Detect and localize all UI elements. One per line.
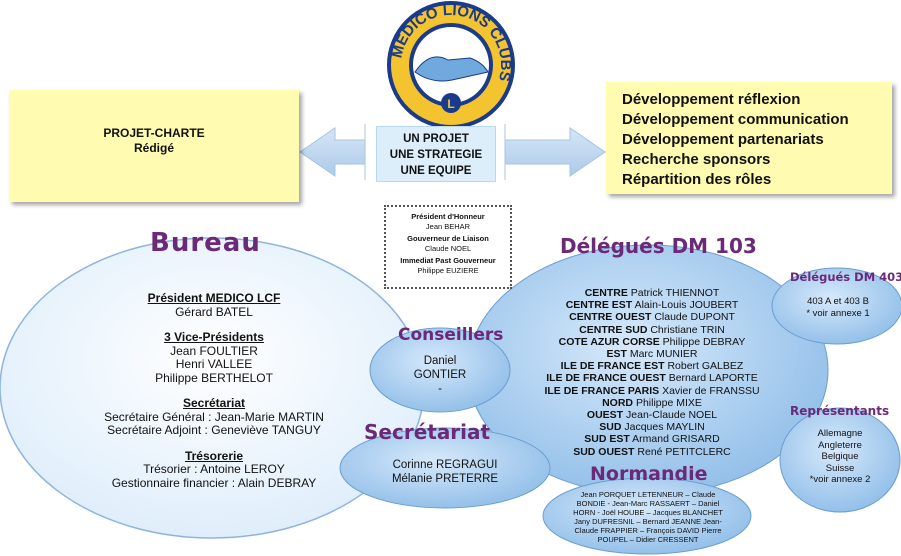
projet-charte-title: PROJET-CHARTE <box>103 126 205 140</box>
delegue-row: EST Marc MUNIER <box>606 348 698 361</box>
secretariat-line-1: Secrétaire Général : Jean-Marie MARTIN <box>104 409 324 424</box>
rep-line-1: Allemagne <box>817 428 863 439</box>
president-head: Président MEDICO LCF <box>147 291 281 305</box>
secretariat-title: Secrétariat <box>364 420 491 444</box>
vp-name-2: Henri VALLEE <box>175 357 253 371</box>
tresorerie-line-2: Gestionnaire financier : Alain DEBRAY <box>111 475 317 490</box>
normandie-bubble <box>542 477 752 555</box>
secretariat-head: Secrétariat <box>182 396 246 410</box>
projet-line-1: UN PROJET <box>403 133 469 145</box>
normandie-title: Normandie <box>590 463 708 485</box>
honour-role-2: Gouverneur de Liaison <box>407 234 489 243</box>
conseiller-line-1: Daniel <box>423 355 457 367</box>
delegue-row: ILE DE FRANCE EST Robert GALBEZ <box>560 360 744 373</box>
dev-line-4: Recherche sponsors <box>622 151 771 168</box>
vp-head: 3 Vice-Présidents <box>164 330 264 344</box>
dm403-line-2: * voir annexe 1 <box>806 308 870 319</box>
dm403-line-1: 403 A et 403 B <box>807 296 869 307</box>
conseillers-bubble <box>369 327 511 413</box>
dev-line-3: Développement partenariats <box>622 131 824 148</box>
delegue-row: CENTRE SUD Christiane TRIN <box>579 323 725 336</box>
secretariat-bubble <box>339 427 551 509</box>
right-arrow <box>504 124 606 180</box>
honour-name-1: Jean BEHAR <box>425 221 471 231</box>
delegue-row: CENTRE EST Alain-Louis JOUBERT <box>565 299 739 312</box>
dev-line-1: Développement réflexion <box>622 91 801 108</box>
tresorerie-head: Trésorerie <box>184 448 244 463</box>
vp-name-1: Jean FOULTIER <box>170 343 258 358</box>
dm403-title: Délégués DM 403 <box>790 270 901 284</box>
delegue-row: NORD Philippe MIXE <box>602 396 702 409</box>
left-arrow <box>299 124 366 180</box>
rep-line-5: *voir annexe 2 <box>809 474 871 485</box>
tresorerie-line-1: Trésorier : Antoine LEROY <box>143 462 285 476</box>
delegues-list: CENTRE Patrick THIENNOT CENTRE EST Alain… <box>528 287 776 458</box>
honour-name-2: Claude NOEL <box>424 243 472 253</box>
honour-name-3: Philippe EUZIERE <box>417 265 479 275</box>
representants-title: Représentants <box>790 404 890 418</box>
delegue-row: ILE DE FRANCE OUEST Bernard LAPORTE <box>546 372 758 385</box>
delegue-row: SUD Jacques MAYLIN <box>599 421 705 434</box>
delegue-row: ILE DE FRANCE PARIS Xavier de FRANSSU <box>544 384 760 397</box>
delegue-row: SUD EST Armand GRISARD <box>584 433 720 446</box>
normandie-line-4: Jany DUFRESNIL – Bernard JEANNE Jean- <box>574 517 722 526</box>
normandie-line-2: BONDIE - Jean-Marc RASSAERT – Daniel <box>576 499 720 508</box>
normandie-line-6: POUPEL – Didier CRESSENT <box>597 535 699 544</box>
rep-line-3: Belgique <box>821 451 859 462</box>
svg-text:L: L <box>447 97 454 111</box>
normandie-line-1: Jean PORQUET LETENNEUR – Claude <box>580 490 716 499</box>
dev-line-5: Répartition des rôles <box>622 171 772 188</box>
delegue-row: COTE AZUR CORSE Philippe DEBRAY <box>558 335 746 348</box>
secretariat-content: Corinne REGRAGUI Mélanie PRETERRE <box>370 458 520 486</box>
logo-text: MEDICO LIONS CLUBS <box>389 3 513 83</box>
dm403-bubble <box>771 267 901 345</box>
delegues-title: Délégués DM 103 <box>560 234 757 258</box>
delegue-row: CENTRE Patrick THIENNOT <box>584 287 720 299</box>
secretariat-line-2: Secrétaire Adjoint : Geneviève TANGUY <box>107 423 321 437</box>
president-name: Gérard BATEL <box>175 304 253 319</box>
bureau-title: Bureau <box>150 228 261 258</box>
projet-line-3: UNE EQUIPE <box>400 165 472 177</box>
delegue-row: CENTRE OUEST Claude DUPONT <box>569 311 735 324</box>
conseillers-content: Daniel GONTIER - <box>390 354 490 396</box>
bureau-content: Président MEDICO LCF Gérard BATEL 3 Vice… <box>90 291 338 490</box>
delegue-row: OUEST Jean-Claude NOEL <box>586 409 718 422</box>
normandie-line-5: Claude FRAPPIER – François DAVID Pierre <box>574 526 722 535</box>
normandie-line-3: HORN - Joël HOUBE – Jacques BLANCHET <box>573 508 723 517</box>
honour-box: Président d'Honneur Jean BEHAR Gouverneu… <box>384 205 512 289</box>
developpement-box: Développement réflexion Développement co… <box>606 82 892 194</box>
projet-box: UN PROJET UNE STRATEGIE UNE EQUIPE <box>376 126 496 182</box>
projet-charte-box: PROJET-CHARTE Rédigé <box>9 90 299 202</box>
dm403-content: 403 A et 403 B * voir annexe 1 <box>790 296 886 320</box>
projet-charte-subtitle: Rédigé <box>133 141 174 155</box>
conseillers-title: Conseillers <box>398 325 504 345</box>
projet-line-2: UNE STRATEGIE <box>389 149 483 161</box>
representants-bubble <box>779 407 901 513</box>
honour-role-1: Président d'Honneur <box>411 212 485 221</box>
lions-logo: L <box>387 1 515 129</box>
svg-text:MEDICO LIONS CLUBS: MEDICO LIONS CLUBS <box>389 3 513 83</box>
vp-name-3: Philippe BERTHELOT <box>155 370 273 385</box>
rep-line-2: Angleterre <box>818 439 862 451</box>
dev-line-2: Développement communication <box>622 111 849 128</box>
delegue-row: SUD OUEST René PETITCLERC <box>573 445 731 458</box>
conseiller-line-2: GONTIER <box>413 369 467 381</box>
conseiller-line-3: - <box>438 383 442 395</box>
rep-line-4: Suisse <box>825 462 855 474</box>
secretariat-name-2: Mélanie PRETERRE <box>391 473 499 485</box>
honour-role-3: Immediat Past Gouverneur <box>400 256 496 265</box>
secretariat-name-1: Corinne REGRAGUI <box>392 459 498 471</box>
normandie-content: Jean PORQUET LETENNEUR – Claude BONDIE -… <box>560 490 736 544</box>
logo-ring-text: MEDICO LIONS CLUBS <box>389 3 513 83</box>
representants-content: Allemagne Angleterre Belgique Suisse *vo… <box>795 428 885 486</box>
